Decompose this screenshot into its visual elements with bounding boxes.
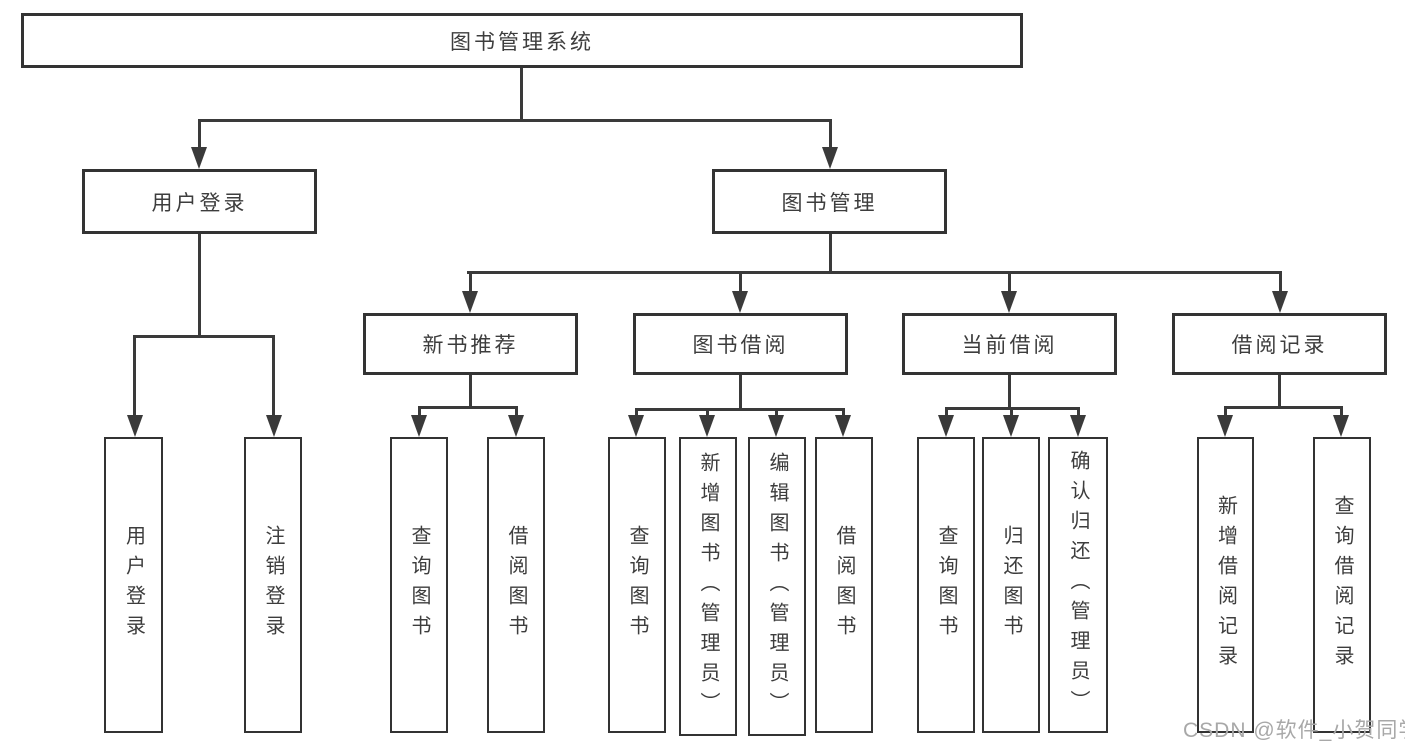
leaf-user-login: 用户登录 <box>104 437 163 733</box>
connector-line-v <box>775 408 778 415</box>
connector-line-v <box>1008 375 1011 407</box>
leaf-query-books-current: 查询图书 <box>917 437 975 733</box>
node-book-management: 图书管理 <box>712 169 947 234</box>
node-new-book-recommendation: 新书推荐 <box>363 313 578 375</box>
arrowhead-down <box>266 415 282 437</box>
connector-line-v <box>1279 271 1282 291</box>
arrowhead-down <box>938 415 954 437</box>
connector-line-v <box>515 406 518 415</box>
node-label: 新书推荐 <box>422 334 519 357</box>
connector-line-v <box>198 119 201 147</box>
arrowhead-down <box>628 415 644 437</box>
leaf-label: 新增图书（管理员） <box>697 451 719 722</box>
node-current-borrowing: 当前借阅 <box>902 313 1117 375</box>
leaf-label: 查询图书 <box>408 525 430 645</box>
arrowhead-down <box>1070 415 1086 437</box>
arrowhead-down <box>1333 415 1349 437</box>
leaf-add-book-admin: 新增图书（管理员） <box>679 437 737 736</box>
leaf-label: 查询图书 <box>935 525 957 645</box>
arrowhead-down <box>1217 415 1233 437</box>
node-label: 借阅记录 <box>1231 334 1328 357</box>
leaf-logout: 注销登录 <box>244 437 302 733</box>
node-label: 图书借阅 <box>692 334 789 357</box>
connector-line-v <box>469 271 472 291</box>
connector-line-v <box>1008 271 1011 291</box>
arrowhead-down <box>732 291 748 313</box>
node-library-management-system: 图书管理系统 <box>21 13 1023 68</box>
leaf-label: 归还图书 <box>1000 525 1022 645</box>
connector-line-v <box>1077 407 1080 415</box>
connector-line-v <box>133 335 136 415</box>
node-label: 图书管理 <box>781 191 878 215</box>
connector-line-v <box>469 375 472 406</box>
arrowhead-down <box>191 147 207 169</box>
arrowhead-down <box>411 415 427 437</box>
connector-line-v <box>272 335 275 415</box>
leaf-confirm-return-admin: 确认归还（管理员） <box>1048 437 1108 733</box>
leaf-query-books-borrowing: 查询图书 <box>608 437 666 733</box>
arrowhead-down <box>699 415 715 437</box>
leaf-label: 编辑图书（管理员） <box>766 451 788 722</box>
connector-line-v <box>829 234 832 271</box>
arrowhead-down <box>1001 291 1017 313</box>
leaf-add-borrow-record: 新增借阅记录 <box>1197 437 1254 733</box>
connector-line-v <box>635 408 638 415</box>
connector-line-v <box>1224 406 1227 415</box>
leaf-return-books: 归还图书 <box>982 437 1040 733</box>
node-user-login: 用户登录 <box>82 169 317 234</box>
leaf-query-borrow-record: 查询借阅记录 <box>1313 437 1371 733</box>
arrowhead-down <box>1003 415 1019 437</box>
connector-line-h <box>467 271 1282 274</box>
connector-line-h <box>198 119 832 122</box>
arrowhead-down <box>508 415 524 437</box>
leaf-label: 借阅图书 <box>505 525 527 645</box>
arrowhead-down <box>1272 291 1288 313</box>
connector-line-h <box>418 406 517 409</box>
arrowhead-down <box>822 147 838 169</box>
leaf-query-books-recommend: 查询图书 <box>390 437 448 733</box>
leaf-label: 用户登录 <box>122 525 145 645</box>
connector-line-v <box>1010 407 1013 415</box>
node-label: 当前借阅 <box>961 334 1058 357</box>
connector-line-v <box>1340 406 1343 415</box>
node-label: 图书管理系统 <box>450 30 594 54</box>
connector-line-h <box>635 408 844 411</box>
connector-line-v <box>945 407 948 415</box>
arrowhead-down <box>768 415 784 437</box>
leaf-borrow-books: 借阅图书 <box>815 437 873 733</box>
connector-line-v <box>520 68 523 119</box>
connector-line-v <box>739 271 742 291</box>
connector-line-v <box>739 375 742 408</box>
watermark: CSDN @软件_小贺同学 <box>1183 719 1405 742</box>
connector-line-h <box>133 335 275 338</box>
arrowhead-down <box>127 415 143 437</box>
connector-line-v <box>706 408 709 415</box>
leaf-label: 查询图书 <box>626 525 648 645</box>
connector-line-h <box>1224 406 1342 409</box>
leaf-borrow-books-recommend: 借阅图书 <box>487 437 545 733</box>
leaf-edit-book-admin: 编辑图书（管理员） <box>748 437 806 736</box>
arrowhead-down <box>462 291 478 313</box>
connector-line-v <box>1278 375 1281 406</box>
node-borrowing-records: 借阅记录 <box>1172 313 1387 375</box>
connector-line-v <box>829 119 832 147</box>
connector-line-v <box>198 234 201 335</box>
node-label: 用户登录 <box>151 191 248 215</box>
leaf-label: 确认归还（管理员） <box>1067 450 1089 720</box>
leaf-label: 查询借阅记录 <box>1331 495 1353 675</box>
connector-line-v <box>842 408 845 415</box>
leaf-label: 借阅图书 <box>833 525 855 645</box>
leaf-label: 注销登录 <box>262 525 284 645</box>
leaf-label: 新增借阅记录 <box>1214 495 1237 675</box>
arrowhead-down <box>835 415 851 437</box>
connector-line-v <box>418 406 421 415</box>
node-book-borrowing: 图书借阅 <box>633 313 848 375</box>
